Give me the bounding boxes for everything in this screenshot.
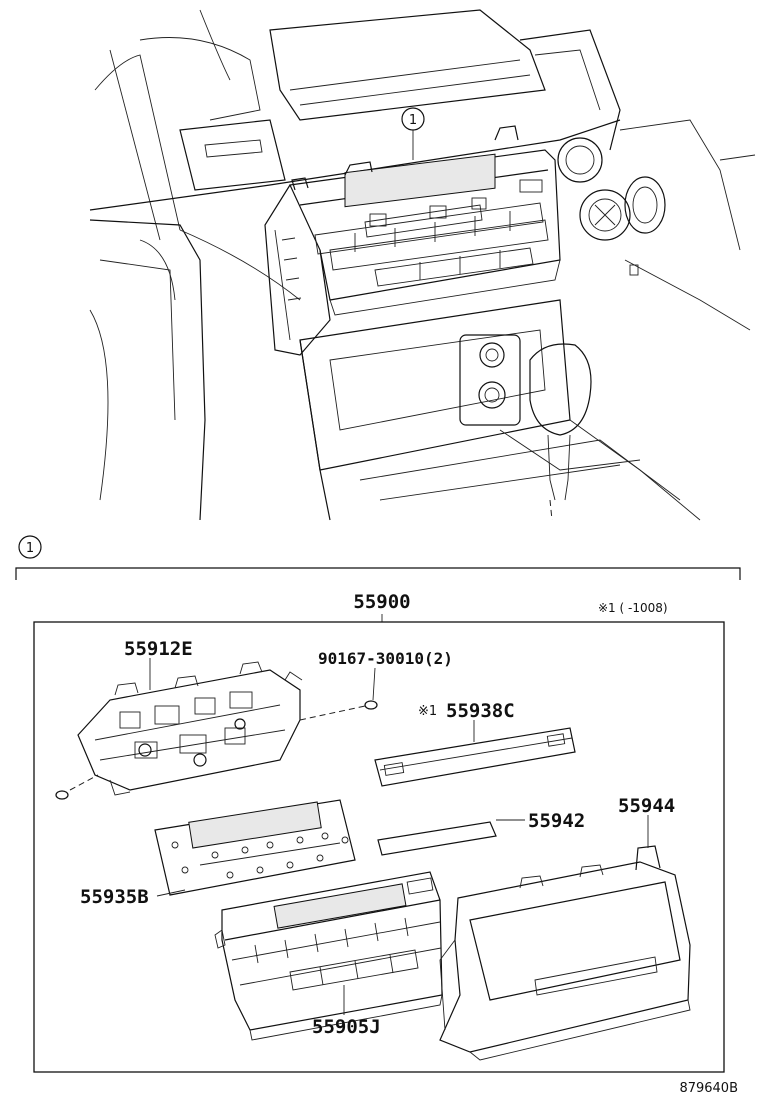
overview-callout-number: 1 — [409, 113, 417, 128]
control-panel-illustration — [214, 871, 443, 1041]
section-callout-number: 1 — [26, 541, 34, 556]
label-control-panel: 55905J — [312, 1016, 381, 1038]
label-bracket: 55912E — [124, 638, 193, 660]
overview-callout: 1 — [401, 107, 425, 160]
screw-left — [55, 774, 99, 800]
section-header: 1 55900 ※1 ( -1008) — [15, 535, 741, 622]
label-bezel: 55944 — [618, 795, 675, 817]
bracket-illustration — [77, 661, 303, 796]
dashboard-overview-illustration — [89, 9, 756, 521]
illustration-id: 879640B — [679, 1081, 738, 1096]
label-circuit-board: 55935B — [80, 886, 149, 908]
circuit-board-illustration — [154, 799, 356, 896]
label-cover: 55938C — [446, 700, 515, 722]
cover-illustration — [374, 727, 576, 787]
bezel-illustration — [439, 845, 691, 1061]
assembly-frame — [33, 621, 725, 1073]
plate-illustration — [377, 821, 497, 856]
label-plate: 55942 — [528, 810, 585, 832]
assembly-part-number: 55900 — [353, 591, 410, 613]
screw-right — [299, 667, 378, 721]
cover-marker: ※1 — [418, 704, 437, 719]
label-screw: 90167-30010(2) — [318, 649, 453, 668]
serial-note: ※1 ( -1008) — [598, 601, 668, 615]
